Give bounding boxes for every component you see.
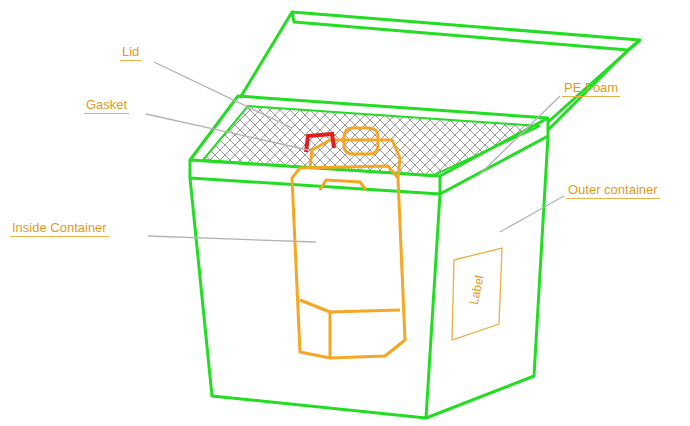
label-text: Label	[467, 274, 487, 306]
part-name: Lid	[120, 44, 141, 61]
inside-container	[292, 128, 405, 358]
part-name: Outer container	[566, 182, 660, 199]
part-name: PE Foam	[562, 80, 620, 97]
part-name: Inside Container	[10, 220, 109, 237]
part-name: Gasket	[84, 97, 129, 114]
handle	[306, 134, 334, 152]
label-tag: Label	[450, 246, 504, 342]
outer-container	[190, 96, 548, 418]
leader-line	[146, 62, 564, 242]
